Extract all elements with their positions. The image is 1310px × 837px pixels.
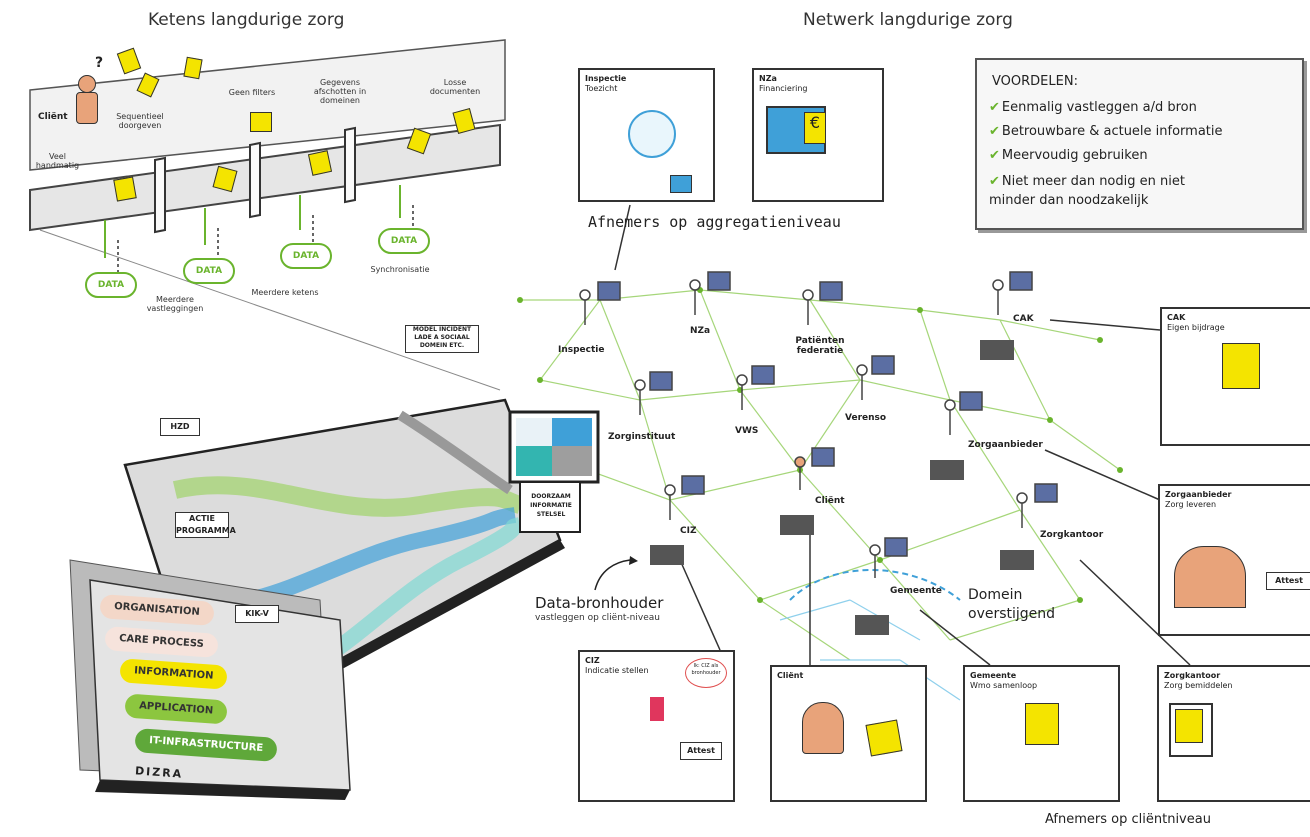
question-mark-icon: ? (95, 55, 104, 71)
voordelen-title: VOORDELEN: (992, 74, 1078, 89)
clientniveau-label: Afnemers op cliëntniveau (1045, 812, 1211, 827)
sign-actie-programma: ACTIE PROGRAMMA (175, 512, 236, 538)
source-arrow (594, 559, 631, 591)
data-cloud-3: DATA (280, 243, 332, 269)
data-bronhouder-label: Data-bronhouder (535, 594, 664, 612)
node-zorgkantoor: Zorgkantoor (1040, 530, 1104, 540)
sign-kik-v: KIK-V (235, 605, 279, 623)
network-nodes (517, 287, 1123, 603)
domein-overstijgend-label: Domein overstijgend (968, 587, 1056, 622)
chain-separators (154, 126, 356, 234)
voordelen-panel: VOORDELEN: ✔Eenmalig vastleggen a/d bron… (975, 58, 1304, 230)
attest-card-icon (670, 175, 692, 193)
patient-icon (1174, 546, 1246, 608)
client-head-icon (78, 75, 96, 93)
magnifier-icon (628, 110, 676, 158)
node-vws: VWS (735, 426, 759, 436)
left-title: Ketens langdurige zorg (148, 10, 345, 30)
chain-perspective-line (39, 229, 501, 391)
loose-document-icon (183, 56, 203, 80)
note-gegevens: Gegevens afschotten in domeinen (313, 78, 367, 106)
chain-arrows (104, 185, 401, 258)
chain-wall (29, 39, 506, 171)
node-client: Cliënt (815, 496, 845, 506)
box-client: Cliënt (770, 665, 927, 802)
node-cak: CAK (1013, 314, 1034, 324)
note-sequentieel: Sequentieel doorgeven (116, 112, 164, 131)
box-connectors (614, 204, 1191, 666)
right-title: Netwerk langdurige zorg (803, 10, 1013, 30)
node-inspectie: Inspectie (558, 345, 605, 355)
note-losse-documenten: Losse documenten (429, 78, 481, 97)
network-servers (650, 340, 1034, 635)
sign-hzd: HZD (160, 418, 200, 436)
network-figures (579, 271, 1058, 578)
flow-green (172, 476, 523, 517)
check-icon: ✔ (989, 100, 1000, 115)
data-cloud-4: DATA (378, 228, 430, 254)
invoice-icon (1222, 343, 1260, 389)
note-meerdere-ketens: Meerdere ketens (251, 288, 319, 297)
attest-badge: Attest (680, 742, 722, 760)
attest-badge: Attest (1266, 572, 1310, 590)
screen-caption: DOORZAAM INFORMATIE STELSEL (525, 492, 577, 526)
note-veel-handmatig: Veel handmatig (35, 152, 80, 171)
filter-icon (250, 112, 272, 132)
node-nza: NZa (690, 326, 711, 336)
document-icon (1025, 703, 1059, 745)
chain-client-label: Cliënt (38, 112, 68, 122)
note-geen-filters: Geen filters (228, 88, 276, 97)
data-cloud-1: DATA (85, 272, 137, 298)
domain-arc (789, 569, 961, 601)
speech-bubble: Ik: CIZ als bronhouder (685, 658, 727, 688)
voordelen-item: ✔Eenmalig vastleggen a/d bron (989, 100, 1197, 115)
chain-band (29, 123, 501, 232)
document-icon (307, 150, 333, 176)
note-synchronisatie: Synchronisatie (370, 265, 430, 274)
aggregatie-label: Afnemers op aggregatieniveau (588, 213, 841, 231)
data-bronhouder-sub: vastleggen op cliënt-niveau (535, 613, 660, 623)
network-links (520, 289, 1121, 661)
node-ciz: CIZ (680, 526, 697, 536)
check-icon: ✔ (989, 148, 1000, 163)
sign-model-incident: MODEL INCIDENT LADE A SOCIAAL DOMEIN ETC… (405, 325, 479, 353)
arrow-down-icon (650, 697, 664, 721)
document-icon (1175, 709, 1203, 743)
document-icon (865, 719, 903, 757)
client-body-icon (76, 92, 98, 124)
data-cloud-2: DATA (183, 258, 235, 284)
node-gemeente: Gemeente (890, 586, 942, 596)
check-icon: ✔ (989, 124, 1000, 139)
voordelen-item: ✔Meervoudig gebruiken (989, 148, 1148, 163)
voordelen-item: ✔Niet meer dan nodig en niet minder dan … (989, 174, 1185, 208)
node-verenso: Verenso (845, 413, 887, 423)
node-patienten-federatie: Patiënten federatie (795, 336, 845, 356)
flow-grey (397, 410, 513, 495)
check-icon: ✔ (989, 174, 1000, 189)
node-zorginstituut: Zorginstituut (608, 432, 676, 442)
voordelen-item: ✔Betrouwbare & actuele informatie (989, 124, 1223, 139)
node-zorgaanbieder: Zorgaanbieder (968, 440, 1043, 450)
client-figure-icon (802, 702, 844, 754)
network-links-blue (779, 599, 961, 701)
euro-icon: € (804, 112, 826, 144)
document-icon (113, 176, 137, 202)
note-meerdere-vastleggingen: Meerdere vastleggingen (146, 295, 204, 314)
